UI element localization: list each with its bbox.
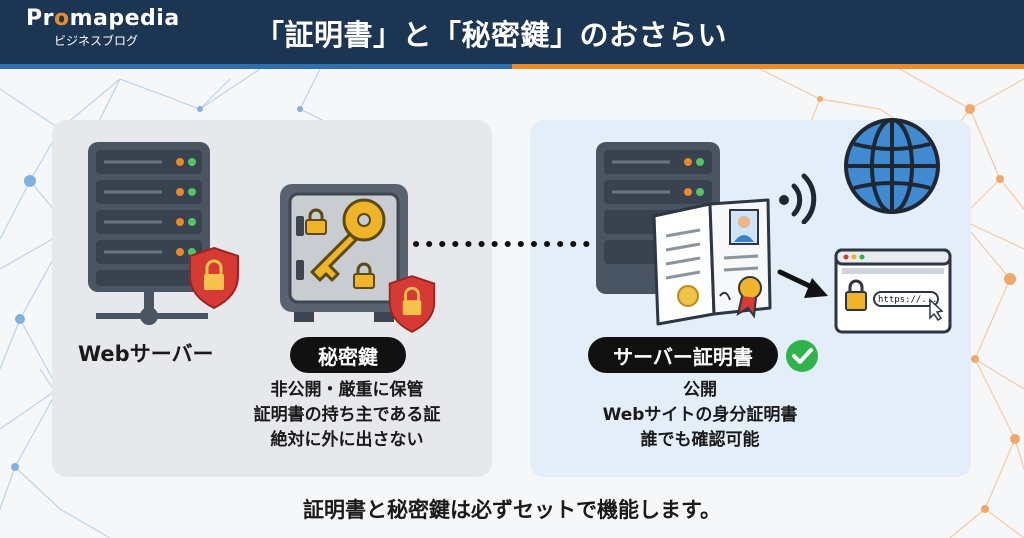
certificate-icon [652, 198, 772, 326]
private-key-description: 非公開・厳重に保管 証明書の持ち主である証 絶対に外に出さない [232, 378, 462, 453]
desc-line: 誰でも確認可能 [640, 430, 760, 450]
padlock-icon [305, 208, 327, 235]
brand-name: Promapedia [26, 6, 180, 31]
server-certificate-badge: サーバー証明書 [588, 337, 778, 373]
key-icon [310, 198, 386, 282]
brand-logo[interactable]: Promapedia ビジネスブログ [26, 6, 180, 49]
page-title: 「証明書」と「秘密鍵」のおさらい [255, 18, 728, 52]
dotted-connector [413, 241, 607, 247]
private-key-badge: 秘密鍵 [290, 337, 406, 373]
desc-line: 非公開・厳重に保管 [270, 380, 424, 400]
shield-lock-icon [388, 275, 436, 333]
web-server-label: Webサーバー [78, 342, 214, 366]
certificate-description: 公開 Webサイトの身分証明書 誰でも確認可能 [580, 378, 820, 453]
desc-line: 公開 [683, 380, 717, 400]
check-icon [786, 340, 818, 372]
desc-line: Webサイトの身分証明書 [602, 405, 798, 425]
desc-line: 証明書の持ち主である証 [253, 405, 441, 425]
browser-icon [834, 248, 952, 334]
padlock-icon [353, 262, 375, 289]
header-accent-stripe [0, 64, 1024, 69]
footer-caption: 証明書と秘密鍵は必ずセットで機能します。 [303, 498, 721, 522]
header-bar: Promapedia ビジネスブログ 「証明書」と「秘密鍵」のおさらい [0, 0, 1024, 64]
shield-lock-icon [189, 246, 239, 310]
browser-url: https://... [878, 295, 938, 305]
server-icon [88, 142, 210, 325]
desc-line: 絶対に外に出さない [270, 430, 424, 450]
globe-icon [844, 118, 940, 214]
wifi-icon [779, 173, 817, 224]
brand-subtitle: ビジネスブログ [54, 34, 139, 48]
arrow-icon [777, 269, 828, 298]
